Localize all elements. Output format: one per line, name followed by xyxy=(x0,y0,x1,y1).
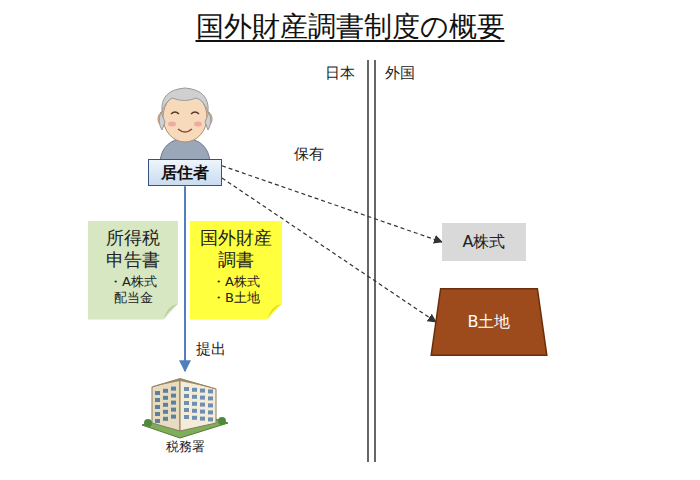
building-window xyxy=(200,403,205,407)
building-window xyxy=(208,417,213,421)
stock-box: A株式 xyxy=(442,223,526,261)
figure-cheek xyxy=(168,122,176,127)
building-window xyxy=(171,394,176,398)
node-label: 所得税 申告書 xyxy=(98,227,168,270)
node-label: 居住者 xyxy=(161,163,209,182)
building-window xyxy=(208,389,213,393)
building-window xyxy=(155,419,160,423)
building-window xyxy=(155,405,160,409)
building-window xyxy=(200,410,205,414)
figure-hair xyxy=(205,112,211,130)
building-wall xyxy=(180,379,216,431)
figure-cheek xyxy=(194,122,202,127)
building-window xyxy=(208,403,213,407)
building-window xyxy=(192,402,197,406)
building-tree xyxy=(218,417,226,425)
building-window xyxy=(200,417,205,421)
building-tree xyxy=(144,419,152,427)
building-window xyxy=(171,401,176,405)
building-window xyxy=(192,416,197,420)
building-window xyxy=(155,391,160,395)
building-window xyxy=(163,403,168,407)
building-window xyxy=(200,389,205,393)
land-outline xyxy=(431,289,547,356)
land-shape: B土地 xyxy=(430,288,548,356)
building-window xyxy=(192,409,197,413)
region-label: 日本 xyxy=(323,64,357,83)
figure-mouth xyxy=(178,129,192,132)
building-window xyxy=(184,415,189,419)
building-window xyxy=(192,395,197,399)
border-line xyxy=(367,60,369,462)
figure-eye xyxy=(191,112,199,114)
figure-hair xyxy=(162,88,208,112)
building-window xyxy=(208,396,213,400)
building-window xyxy=(155,398,160,402)
node-label: B土地 xyxy=(468,312,511,331)
border-line xyxy=(374,60,376,462)
figure-eye xyxy=(171,112,179,114)
edge-label: 提出 xyxy=(194,340,228,359)
building-window xyxy=(171,387,176,391)
tax-office-building xyxy=(140,373,230,439)
building-wall xyxy=(152,379,180,431)
building-window xyxy=(163,410,168,414)
building-window xyxy=(184,408,189,412)
resident-figure xyxy=(158,88,212,162)
resident-box: 居住者 xyxy=(148,159,222,186)
diagram-title: 国外財産調書制度の概要 xyxy=(0,8,700,46)
figure-hair xyxy=(159,112,165,130)
note-body xyxy=(190,221,282,319)
note-fold xyxy=(267,304,282,320)
note-body xyxy=(88,221,178,319)
building-window xyxy=(163,389,168,393)
building-window xyxy=(163,396,168,400)
submit-arrow xyxy=(184,186,186,371)
building-window xyxy=(171,415,176,419)
building-window xyxy=(163,417,168,421)
building-window xyxy=(155,412,160,416)
overseas-assets-report-note: 国外財産 調書・A株式 ・B土地 xyxy=(190,221,282,319)
note-fold xyxy=(164,304,178,320)
node-detail: ・A株式 ・B土地 xyxy=(206,274,266,305)
region-label: 外国 xyxy=(383,64,417,83)
building-window xyxy=(184,394,189,398)
building-window xyxy=(171,408,176,412)
node-label: 税務署 xyxy=(166,439,205,455)
building-window xyxy=(192,388,197,392)
node-detail: ・A株式 配当金 xyxy=(103,274,163,305)
building-window xyxy=(208,410,213,414)
edge-label: 保有 xyxy=(292,145,326,164)
building-window xyxy=(184,387,189,391)
building-window xyxy=(200,396,205,400)
tax-return-note: 所得税 申告書・A株式 配当金 xyxy=(88,221,178,319)
node-label: A株式 xyxy=(463,232,506,251)
building-window xyxy=(184,401,189,405)
node-label: 国外財産 調書 xyxy=(196,227,276,270)
tax-office: 税務署 xyxy=(136,371,234,457)
